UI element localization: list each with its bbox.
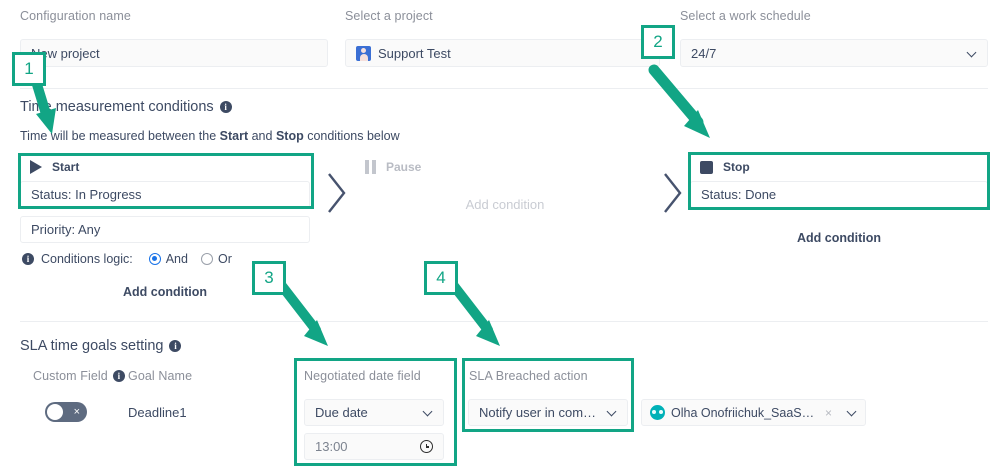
remove-user-icon[interactable]: × — [824, 405, 832, 420]
divider-top — [20, 88, 988, 89]
configuration-name-value: New project — [31, 45, 100, 61]
stop-panel-header: Stop — [690, 157, 988, 177]
radio-and-label: And — [165, 252, 188, 266]
select-schedule-value: 24/7 — [691, 45, 717, 61]
notify-user-name: Olha Onofriichuk_SaaS… — [671, 405, 815, 420]
custom-field-toggle[interactable]: × — [45, 402, 87, 422]
custom-field-header: Custom Field i — [33, 369, 125, 383]
chevron-down-icon — [424, 408, 433, 417]
time-measurement-subtitle: Time will be measured between the Start … — [20, 129, 400, 143]
start-condition-1[interactable]: Priority: Any — [20, 216, 310, 243]
info-icon[interactable]: i — [219, 101, 232, 113]
chevron-down-icon — [968, 49, 977, 58]
toggle-off-glyph: × — [73, 405, 80, 418]
start-condition-1-value: Priority: Any — [31, 222, 101, 237]
chevron-down-icon — [848, 408, 857, 417]
configuration-name-label: Configuration name — [20, 9, 131, 23]
goal-name-value: Deadline1 — [128, 405, 187, 420]
select-project-dropdown[interactable]: Support Test — [345, 39, 660, 67]
sla-breached-action-value: Notify user in comment — [479, 405, 602, 420]
radio-or-dot — [200, 253, 213, 265]
select-work-schedule-dropdown[interactable]: 24/7 — [680, 39, 988, 67]
stop-icon — [700, 160, 713, 174]
pause-panel-title: Pause — [386, 160, 422, 174]
clock-icon[interactable] — [420, 440, 433, 453]
subtitle-stop: Stop — [275, 129, 304, 143]
callout-2: 2 — [641, 25, 675, 59]
start-condition-0-value: Status: In Progress — [31, 187, 142, 202]
stop-condition-0-value: Status: Done — [701, 187, 777, 202]
toggle-knob — [47, 404, 63, 420]
subtitle-post: conditions below — [303, 129, 400, 143]
select-project-value: Support Test — [378, 45, 451, 61]
divider-middle — [20, 321, 988, 322]
info-icon[interactable]: i — [22, 253, 34, 265]
negotiated-date-field-header: Negotiated date field — [304, 369, 421, 383]
chevron-separator-1-icon — [328, 173, 346, 213]
radio-and-dot — [148, 253, 161, 265]
subtitle-mid: and — [248, 129, 276, 143]
stop-add-condition-button[interactable]: Add condition — [796, 231, 881, 245]
subtitle-start: Start — [219, 129, 249, 143]
negotiated-date-value: Due date — [315, 405, 368, 420]
conditions-logic-label: Conditions logic: — [41, 252, 133, 266]
chevron-down-icon — [608, 408, 617, 417]
conditions-logic-row: i Conditions logic: And Or — [22, 252, 232, 266]
radio-or-label: Or — [217, 252, 232, 266]
radio-and[interactable]: And — [148, 252, 188, 266]
negotiated-time-value: 13:00 — [315, 439, 348, 454]
stop-panel-title: Stop — [723, 160, 750, 174]
time-measurement-title: Time measurement conditions i — [20, 99, 232, 115]
sla-goals-title: SLA time goals setting i — [20, 338, 182, 354]
negotiated-time-input[interactable]: 13:00 — [304, 433, 444, 460]
pause-panel-header: Pause — [355, 157, 655, 177]
info-icon[interactable]: i — [112, 370, 125, 382]
info-icon[interactable]: i — [169, 340, 182, 352]
goal-name-header: Goal Name — [128, 369, 193, 383]
start-add-condition-button[interactable]: Add condition — [122, 285, 207, 299]
arrow-callout-2-icon — [648, 64, 710, 138]
radio-or[interactable]: Or — [200, 252, 232, 266]
notify-user-select[interactable]: Olha Onofriichuk_SaaS… × — [641, 399, 866, 426]
user-avatar-icon — [650, 405, 665, 420]
start-condition-0[interactable]: Status: In Progress — [20, 181, 310, 208]
pause-add-condition-button[interactable]: Add condition — [465, 197, 545, 212]
sla-breached-action-header: SLA Breached action — [469, 369, 588, 383]
select-project-label: Select a project — [345, 9, 433, 23]
chevron-separator-2-icon — [664, 173, 682, 213]
pause-icon — [365, 160, 376, 174]
project-avatar-icon — [356, 45, 371, 61]
start-panel-title: Start — [52, 160, 80, 174]
time-measurement-title-text: Time measurement conditions — [20, 99, 214, 115]
callout-3: 3 — [252, 261, 286, 295]
play-icon — [30, 160, 42, 174]
subtitle-pre: Time will be measured between the — [20, 129, 220, 143]
select-schedule-label: Select a work schedule — [680, 9, 811, 23]
configuration-name-input[interactable]: New project — [20, 39, 328, 67]
callout-1: 1 — [12, 52, 46, 86]
negotiated-date-field-dropdown[interactable]: Due date — [304, 399, 444, 426]
custom-field-header-text: Custom Field — [33, 369, 108, 383]
stop-condition-0[interactable]: Status: Done — [690, 181, 988, 208]
sla-breached-action-dropdown[interactable]: Notify user in comment — [468, 399, 628, 426]
callout-4: 4 — [424, 261, 458, 295]
sla-goals-title-text: SLA time goals setting — [20, 338, 164, 354]
start-panel-header: Start — [20, 157, 310, 177]
